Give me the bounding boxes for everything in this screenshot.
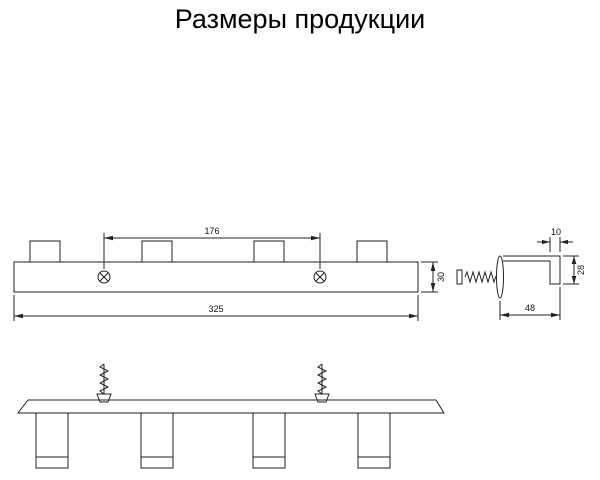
page-title: Размеры продукции bbox=[174, 4, 426, 34]
hook-top-3 bbox=[253, 240, 285, 263]
hook-profile bbox=[503, 255, 561, 285]
hook-top-1 bbox=[29, 240, 61, 263]
dim-label-projection-depth: 48 bbox=[525, 303, 535, 313]
dim-label-hook-face-width: 10 bbox=[551, 227, 561, 237]
dim-label-bar-height: 30 bbox=[436, 272, 446, 282]
dim-label-screw-spacing: 176 bbox=[204, 226, 219, 236]
dim-hook-height: 28 bbox=[563, 255, 586, 285]
dim-label-total-length: 325 bbox=[208, 304, 223, 314]
dim-hook-face-width: 10 bbox=[537, 227, 573, 252]
hanging-hooks bbox=[35, 412, 391, 469]
dim-total-length: 325 bbox=[13, 295, 419, 321]
rail-bar-underside bbox=[16, 399, 445, 414]
hanging-hook-1 bbox=[35, 412, 69, 469]
hook-top-2 bbox=[141, 240, 173, 263]
wall-flange bbox=[496, 255, 504, 299]
front-view bbox=[13, 240, 419, 293]
hanging-hook-3 bbox=[252, 412, 286, 469]
hanging-hook-4 bbox=[357, 412, 391, 469]
screw-left-icon bbox=[97, 270, 111, 284]
mounting-screw-side-icon bbox=[456, 269, 497, 285]
mounting-screw-left-icon bbox=[96, 363, 112, 403]
hanging-hook-2 bbox=[140, 412, 174, 469]
dim-screw-spacing: 176 bbox=[103, 226, 321, 269]
mounting-screw-right-icon bbox=[314, 363, 330, 403]
side-view bbox=[456, 255, 561, 299]
dim-bar-height: 30 bbox=[421, 261, 446, 293]
dim-label-hook-height: 28 bbox=[576, 265, 586, 275]
dim-projection-depth: 48 bbox=[499, 287, 561, 320]
bottom-view bbox=[16, 363, 445, 469]
screw-right-icon bbox=[313, 270, 327, 284]
hook-top-4 bbox=[356, 240, 388, 263]
rail-bar bbox=[13, 261, 419, 293]
